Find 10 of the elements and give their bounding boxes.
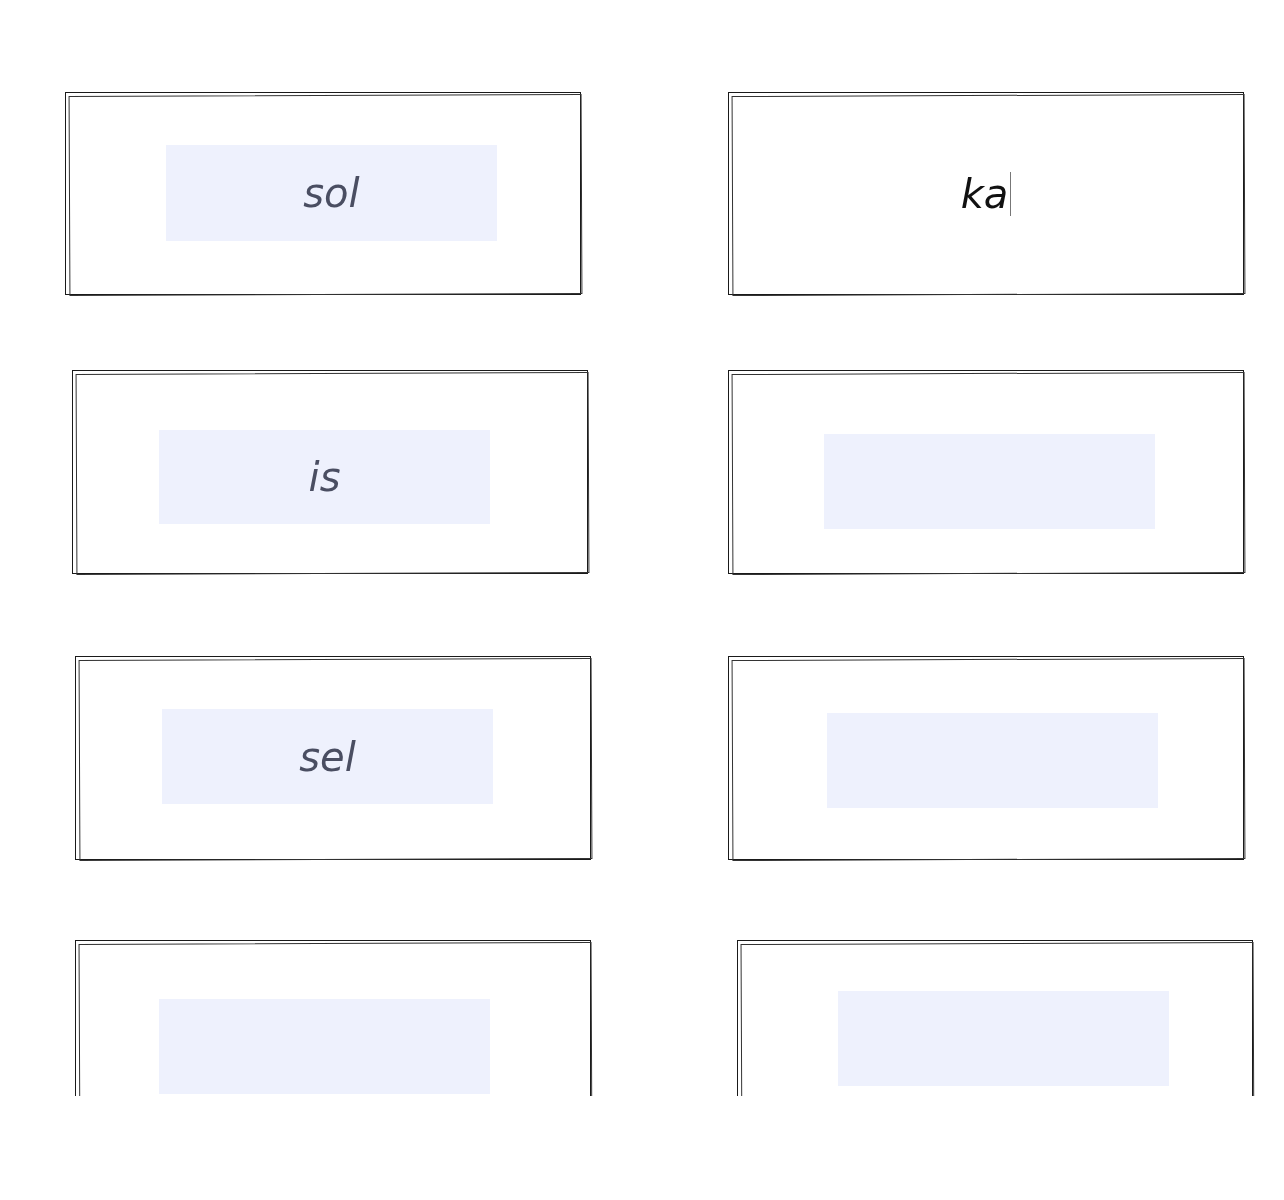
word-text: sel [299, 736, 356, 777]
word-text: is [308, 457, 341, 497]
card-frame [75, 656, 591, 860]
card-frame [72, 370, 588, 574]
card-frame [728, 370, 1244, 574]
input-card [728, 92, 1244, 295]
word-text: sol [303, 173, 360, 213]
card-frame [65, 92, 581, 295]
typed-text: ka [960, 173, 1009, 214]
card-frame [728, 656, 1244, 860]
